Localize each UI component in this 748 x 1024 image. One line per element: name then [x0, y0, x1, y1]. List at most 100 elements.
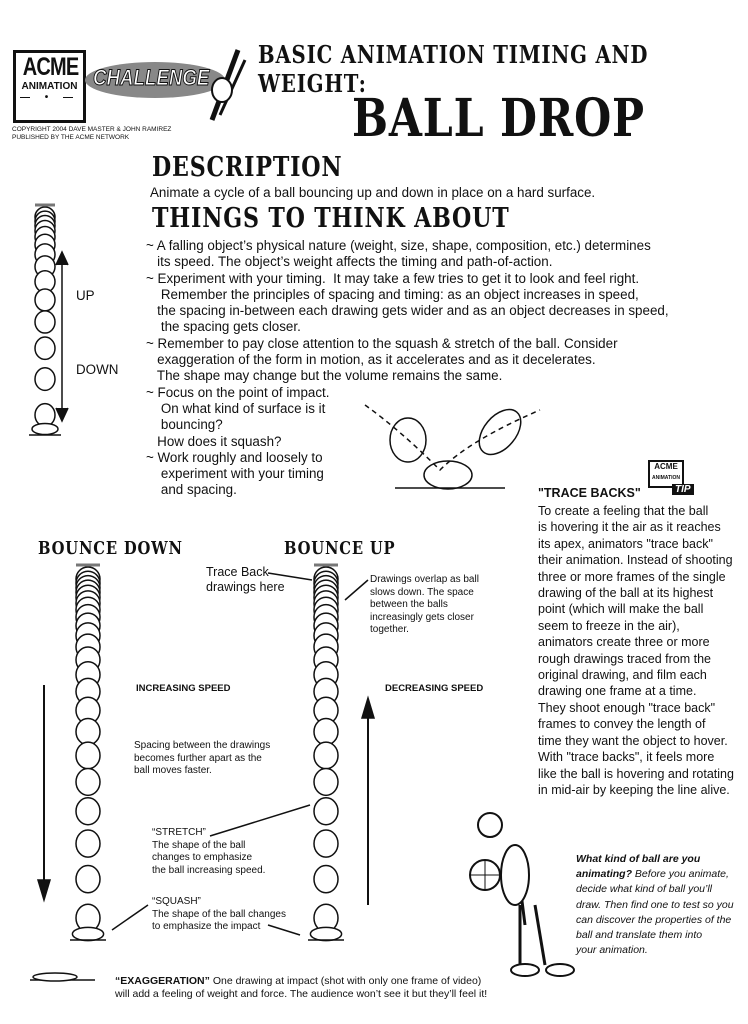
text-line: drawing one frame at a time.: [538, 684, 697, 699]
text-line: like the ball is hovering and rotating: [538, 766, 734, 781]
challenge-logo: CHALLENGE: [85, 62, 225, 98]
text-line: rough drawings traced from the: [538, 651, 712, 666]
squash-ball: [31, 422, 59, 436]
ball-drawing-down: [75, 767, 101, 797]
ball-drawing-down: [75, 717, 101, 746]
arrow-head: [360, 695, 376, 719]
text-line: its apex, animators "trace back": [538, 536, 713, 551]
text-line: in mid-air by keeping the line alive.: [538, 782, 730, 797]
description-heading: DESCRIPTION: [152, 152, 343, 183]
text-line: ~ Focus on the point of impact.: [146, 384, 330, 400]
text-line: The shape of the ball: [152, 839, 246, 851]
ball-question: What kind of ball are you animating? Befo…: [576, 852, 734, 958]
text-line: is hovering it the air as it reaches: [538, 520, 721, 535]
ball-drawing-down: [75, 797, 101, 826]
text-line: changes to emphasize: [152, 852, 253, 863]
text-line: frames to convey the length of: [538, 717, 706, 732]
exaggeration-line1: One drawing at impact (shot with only on…: [209, 975, 482, 987]
text-line: and spacing.: [146, 482, 237, 498]
text-line: increasingly gets closer: [370, 611, 474, 623]
bounce-down-heading: BOUNCE DOWN: [38, 538, 183, 559]
text-line: point (which will make the ball: [538, 602, 704, 617]
text-line: slows down. The space: [370, 586, 474, 598]
ball-drawing-up: [313, 797, 339, 826]
text-line: The shape of the ball changes: [152, 908, 286, 920]
bounce-up-heading: BOUNCE UP: [284, 538, 396, 559]
text-line: Drawings overlap as ball: [370, 574, 479, 585]
ball-drawing-up: [313, 741, 339, 770]
stretch-pointer: [209, 804, 311, 837]
exaggeration-bold: “EXAGGERATION”: [115, 975, 210, 987]
text-line: ball moves faster.: [134, 765, 212, 776]
text-line: the spacing gets closer.: [146, 319, 301, 335]
text-line: becomes further apart as the: [134, 752, 262, 764]
description-text: Animate a cycle of a ball bouncing up an…: [150, 185, 596, 200]
text-line: They shoot enough "trace back": [538, 700, 716, 715]
text-line: To create a feeling that the ball: [538, 504, 709, 518]
text-line: the spacing in-between each drawing gets…: [146, 303, 669, 319]
down-label: DOWN: [76, 362, 119, 377]
tip-label: TIP: [672, 484, 694, 495]
text-line: experiment with your timing: [146, 466, 324, 482]
challenge-text: CHALLENGE: [93, 65, 210, 91]
text-line: bouncing?: [146, 417, 223, 433]
exaggeration-note: “EXAGGERATION” One drawing at impact (sh…: [115, 975, 487, 1001]
ball-drawing-up: [313, 829, 339, 858]
copyright: COPYRIGHT 2004 DAVE MASTER & JOHN RAMIRE…: [12, 126, 172, 133]
path-of-action: [364, 404, 541, 472]
text-line: On what kind of surface is it: [146, 400, 326, 416]
character-illustration: [469, 812, 575, 977]
ball-drawing-up: [313, 767, 339, 797]
squash-pointer-right: [267, 924, 301, 936]
text-line: With "trace backs", it feels more: [538, 750, 715, 765]
squash-ball: [71, 926, 105, 942]
text-line: three or more frames of the single: [538, 569, 726, 584]
text-line: seem to freeze in the air),: [538, 618, 680, 633]
logo-acme: ACME: [22, 53, 79, 81]
trace-backs-heading: "TRACE BACKS": [538, 486, 641, 500]
text-line: “STRETCH”: [152, 827, 206, 838]
text-line: the ball increasing speed.: [152, 864, 266, 876]
text-line: Remember the principles of spacing and t…: [146, 286, 639, 302]
ball-drawing-down: [75, 864, 101, 894]
increasing-speed-label: INCREASING SPEED: [136, 683, 231, 694]
question-bold-2: animating?: [576, 868, 633, 881]
arrow-head: [36, 879, 52, 903]
text-line: between the balls: [370, 599, 448, 610]
question-rest: Before you animate, decide what kind of …: [576, 868, 734, 957]
squash-pointer-left: [111, 904, 149, 931]
ball-drawing-small: [34, 336, 56, 361]
badge-animation: ANIMATION: [652, 475, 680, 481]
text-line: exaggeration of the form in motion, as i…: [146, 352, 596, 368]
page-title: BALL DROP: [352, 88, 645, 149]
ball-drawing-small: [34, 367, 56, 392]
overlap-pointer: [344, 579, 369, 601]
text-line: “SQUASH”: [152, 896, 201, 907]
text-line: drawings here: [206, 580, 285, 594]
text-line: their animation. Instead of shooting: [538, 553, 733, 568]
page-subtitle: BASIC ANIMATION TIMING AND WEIGHT:: [258, 40, 649, 98]
text-line: its speed. The object’s weight affects t…: [146, 254, 553, 270]
up-label: UP: [76, 288, 95, 303]
ball-drawing-up: [313, 864, 339, 894]
ball-drawing-small: [34, 310, 56, 334]
logo-animation: ANIMATION: [21, 81, 78, 92]
text-line: How does it squash?: [146, 433, 282, 449]
badge-acme: ACME: [654, 462, 678, 471]
question-bold-1: What kind of ball are you: [576, 853, 701, 865]
ball-drawing-down: [75, 741, 101, 770]
acme-tip-badge: ACME ANIMATION: [648, 460, 684, 488]
publisher: PUBLISHED BY THE ACME NETWORK: [12, 134, 130, 141]
exaggeration-line2: will add a feeling of weight and force. …: [115, 988, 488, 1000]
squash-ball: [309, 926, 343, 942]
text-line: together.: [370, 624, 409, 635]
text-line: The shape may change but the volume rema…: [146, 368, 503, 384]
text-line: Spacing between the drawings: [134, 740, 271, 751]
